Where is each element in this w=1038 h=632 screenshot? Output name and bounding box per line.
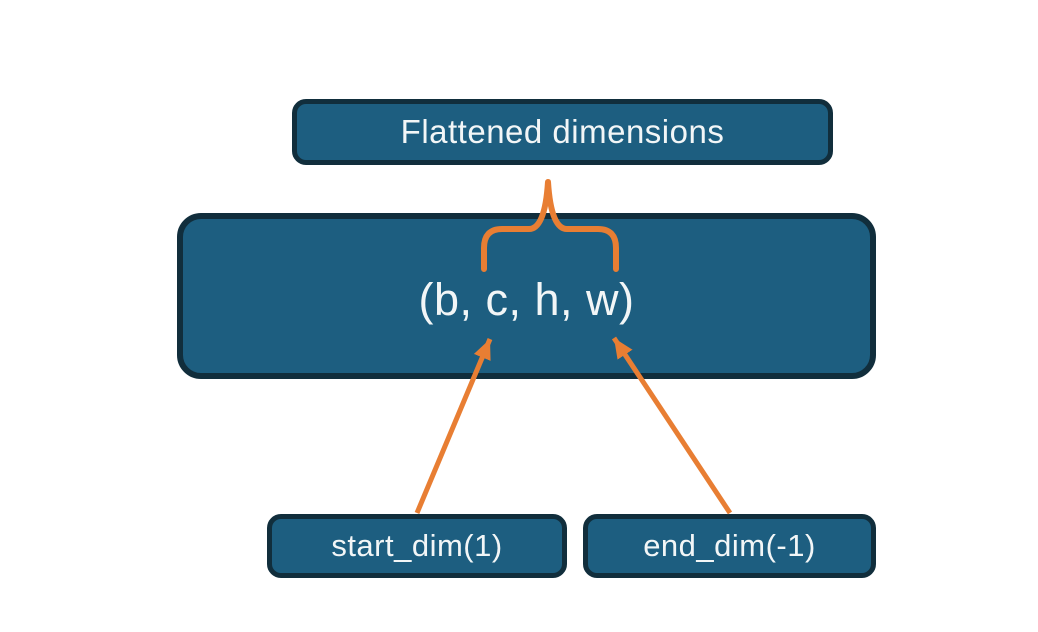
end-dim-label: end_dim(-1) [643, 528, 816, 563]
flattened-dimensions-label: Flattened dimensions [400, 113, 725, 150]
node-start-dim: start_dim(1) [267, 514, 567, 578]
start-dim-label: start_dim(1) [331, 528, 503, 563]
node-tensor-shape: (b, c, h, w) [177, 213, 876, 379]
tensor-shape-label: (b, c, h, w) [418, 274, 635, 325]
node-flattened-dimensions: Flattened dimensions [292, 99, 833, 165]
node-end-dim: end_dim(-1) [583, 514, 876, 578]
